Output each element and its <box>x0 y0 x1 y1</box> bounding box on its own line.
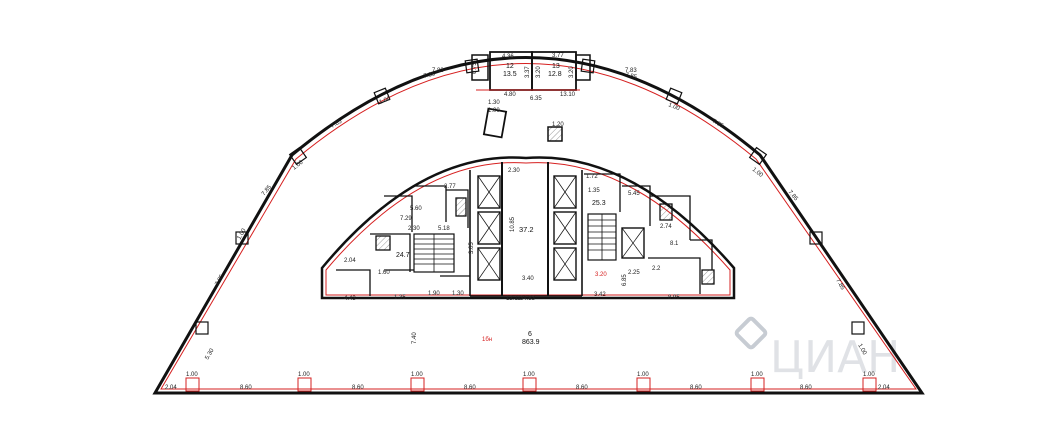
dim-top-room: 1.30 <box>488 100 500 106</box>
core-bottom-dim: 1.30 <box>452 291 464 297</box>
watermark-text: ЦИАН <box>770 332 900 383</box>
outer-shell <box>152 56 925 395</box>
core-bottom-dim: 4.43 <box>344 296 356 302</box>
room-number: 13 <box>552 63 560 70</box>
dim-arc-right: 1.00 <box>856 343 867 357</box>
dim-bottom-seg: 8.60 <box>576 385 588 391</box>
core-mid-dim: 1.60 <box>378 270 390 276</box>
core-bottom-dim: 12.11 <box>506 296 521 302</box>
core-mid-dim: 2.25 <box>628 270 640 276</box>
dim-bottom-seg: 8.60 <box>464 385 476 391</box>
dim-top: 7.83 <box>432 68 444 74</box>
dim-column: 1.00 <box>751 372 763 378</box>
dim-top-room: 3.37 <box>525 66 531 78</box>
core-mid-dim: 2.30 <box>408 226 420 232</box>
core-shaft-dim: 3.05 <box>469 242 475 254</box>
bottom-dimensions: 2.04 2.04 8.60 8.60 8.60 8.60 8.60 8.60 … <box>165 372 890 391</box>
core-side-dim: 10.85 <box>510 216 516 232</box>
core-mid-dim: 8.1 <box>670 241 679 247</box>
dim-top-room: 3.20 <box>569 66 575 78</box>
dim-arc-left: 7.85 <box>423 71 436 80</box>
core-labels: 37.2 24.7 25.3 2.30 3.40 3.05 10.85 6.85… <box>344 168 680 302</box>
core-center-dim: 3.40 <box>522 276 534 282</box>
dim-top-room: 3.20 <box>536 66 542 78</box>
dim-column: 1.00 <box>298 372 310 378</box>
core-bottom-dim: 8.95 <box>668 295 680 301</box>
top-rooms <box>471 51 591 142</box>
dim-bottom-seg: 8.60 <box>690 385 702 391</box>
core-mid-dim: 1.72 <box>586 174 598 180</box>
core-mid-dim: 7.29 <box>400 216 412 222</box>
dim-top: 3.77 <box>552 53 564 59</box>
core-mid-dim: 2.2 <box>652 266 661 272</box>
core-mid-dim: 5.18 <box>438 226 450 232</box>
core-mid-dim: 2.74 <box>660 224 672 230</box>
core-side-dim: 6.85 <box>622 274 628 286</box>
arc-columns <box>195 58 865 335</box>
room-number: 12 <box>506 63 514 70</box>
dim-top-room: 6.35 <box>530 96 542 102</box>
room-area: 13.5 <box>503 71 517 78</box>
dim-bottom-seg: 8.60 <box>352 385 364 391</box>
dim-pillar: 1.00 <box>488 108 500 114</box>
bottom-columns <box>185 377 877 392</box>
dim-column: 1.00 <box>411 372 423 378</box>
dim-top: 7.83 <box>625 68 637 74</box>
dim-arc-right: 7.85 <box>625 72 638 81</box>
dim-arc-right: 1.00 <box>667 102 681 112</box>
core-bottom-dim: 3.42 <box>594 292 606 298</box>
core-bottom-dim: 1.90 <box>428 291 440 297</box>
core-mid-dim: 2.77 <box>444 184 456 190</box>
space-label: 1бн <box>482 337 492 343</box>
dim-arc-left: 1.00 <box>379 96 393 106</box>
dim-top-room: 4.80 <box>504 92 516 98</box>
dim-column: 1.00 <box>523 372 535 378</box>
dim-bottom-seg: 8.60 <box>240 385 252 391</box>
dim-top-room: 13.10 <box>560 92 576 98</box>
core-area: 37.2 <box>519 225 534 234</box>
core-mid-dim: 2.04 <box>344 258 356 264</box>
core-mid-dim: 5.60 <box>410 206 422 212</box>
space-height: 7.40 <box>412 332 418 344</box>
stair-area: 24.7 <box>396 252 410 259</box>
top-room-labels: 12 13.5 13 12.8 4.80 6.35 13.10 1.30 0.7… <box>472 62 576 128</box>
dim-arc-right: 7.85 <box>711 119 725 130</box>
space-number: 6 <box>528 331 532 338</box>
core-bottom-dim: 34.83 <box>520 296 536 302</box>
dim-right-end: 2.04 <box>878 385 890 391</box>
dim-arc-left: 5.30 <box>205 347 216 361</box>
right-core-area: 25.3 <box>592 200 606 207</box>
watermark-logo: ЦИАН <box>734 316 900 383</box>
core-mid-dim: 5.45 <box>628 191 640 197</box>
dim-left-end: 2.04 <box>165 385 177 391</box>
core-mid-dim: 3.20 <box>595 272 607 278</box>
dim-column: 1.00 <box>186 372 198 378</box>
dim-arc-left: 7.85 <box>330 118 344 129</box>
core-mid-dim: 1.35 <box>588 188 600 194</box>
space-area: 863.9 <box>522 339 540 346</box>
dim-pillar: 1.20 <box>552 122 564 128</box>
dim-arc-right: 7.85 <box>834 278 845 292</box>
core-bottom-dim: 1.35 <box>394 295 406 301</box>
main-space-labels: 1бн 6 863.9 7.40 <box>412 331 540 346</box>
room-area: 12.8 <box>548 71 562 78</box>
dim-column: 1.00 <box>637 372 649 378</box>
dim-bottom-seg: 8.60 <box>800 385 812 391</box>
inner-core <box>320 156 736 300</box>
dim-column: 1.00 <box>863 372 875 378</box>
dim-arc-left: 7.85 <box>215 273 226 287</box>
dim-top-room: 0.75 <box>472 62 478 74</box>
core-top-dim: 2.30 <box>508 168 520 174</box>
dim-top: 4.36 <box>502 54 514 60</box>
dim-arc-left: 1.00 <box>237 227 248 241</box>
